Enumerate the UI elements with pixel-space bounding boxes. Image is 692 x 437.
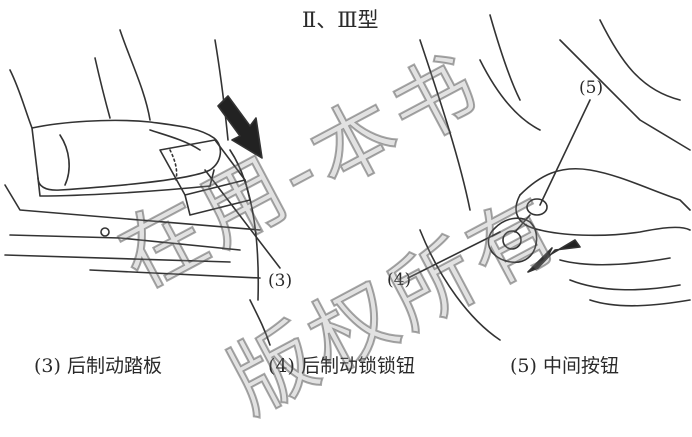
arrow-press (527, 239, 581, 273)
hand-outline (519, 167, 691, 211)
caption-rear-brake-pedal: (3) 后制动踏板 (34, 355, 162, 377)
panel-edge (419, 39, 471, 211)
arrow-down (217, 95, 263, 159)
caption-middle-button: (5) 中间按钮 (510, 355, 619, 377)
shoe-outline (31, 119, 222, 191)
illustration (4, 14, 691, 346)
callout-middle-button: (5) (579, 78, 604, 98)
leader-5 (539, 99, 591, 206)
page-title: Ⅱ、Ⅲ型 (302, 8, 379, 32)
middle-button (526, 198, 548, 216)
leader-3 (204, 169, 281, 269)
leg-outline (9, 69, 33, 129)
floor-lines (4, 184, 261, 231)
callout-lock-button: (4) (387, 270, 412, 290)
bolt (100, 227, 110, 237)
callout-rear-brake-pedal: (3) (268, 271, 293, 291)
button-knob (487, 217, 538, 264)
caption-rear-brake-lock-button: (4) 后制动锁锁钮 (268, 355, 415, 377)
leader-4 (407, 231, 501, 279)
